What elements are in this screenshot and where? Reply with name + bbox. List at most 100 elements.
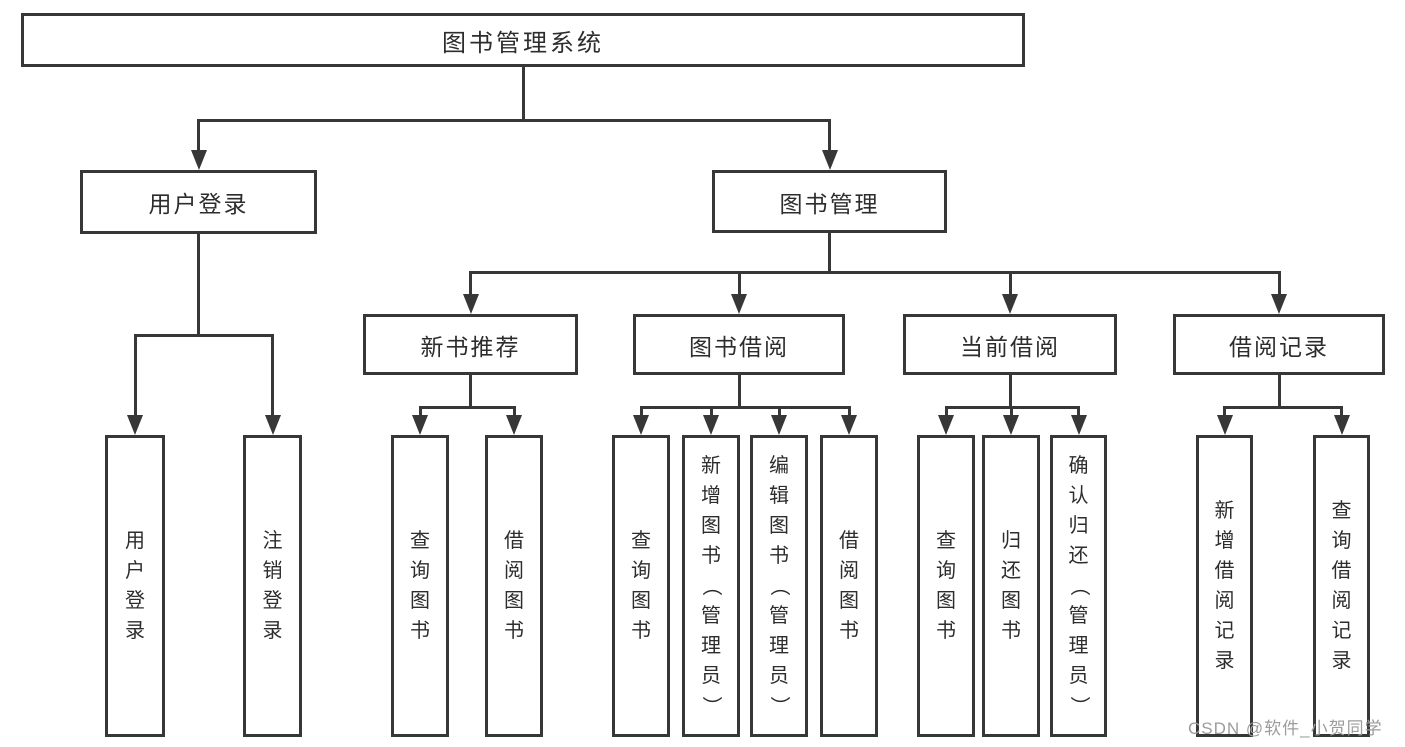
node-label-char: 用 [125, 530, 145, 552]
node-label-char: 询 [631, 560, 651, 582]
node-label-char: 归 [1068, 515, 1089, 537]
node-leaf-add-book: 新增图书（管理员） [682, 435, 740, 737]
connector-stem [737, 374, 741, 409]
node-leaf-edit-book: 编辑图书（管理员） [750, 435, 808, 737]
node-label-char: 阅 [839, 560, 859, 582]
node-borrow-records: 借阅记录 [1173, 314, 1385, 375]
connector-stem [1277, 374, 1281, 409]
connector-branch [469, 270, 1281, 274]
node-label-char: 查 [1331, 500, 1352, 522]
connector-stem [1008, 374, 1012, 409]
connector-branch [197, 118, 831, 122]
connector-drop [1223, 406, 1226, 417]
arrowhead-down-icon [821, 150, 838, 170]
connector-drop [944, 406, 948, 417]
node-label-char: 图 [769, 515, 789, 537]
node-label-char: ） [768, 696, 790, 716]
arrowhead-down-icon [1216, 415, 1233, 435]
arrowhead-down-icon [771, 415, 787, 435]
arrowhead-down-icon [190, 150, 207, 170]
node-root: 图书管理系统 [21, 13, 1025, 67]
node-leaf-query-record: 查询借阅记录 [1313, 435, 1370, 737]
node-label-char: 员 [701, 665, 721, 687]
node-label-char: 注 [262, 530, 283, 552]
node-label-char: 员 [1068, 665, 1089, 687]
node-label-char: 录 [1331, 650, 1352, 672]
node-leaf-return-book: 归还图书 [982, 435, 1040, 737]
node-leaf-user-login: 用户登录 [105, 435, 165, 737]
node-label: 新书推荐 [420, 333, 521, 360]
arrowhead-down-icon [731, 294, 747, 314]
connector-branch [133, 333, 274, 337]
node-label-char: 户 [125, 560, 145, 582]
node-label-char: 登 [262, 590, 283, 612]
node-leaf-logout: 注销登录 [243, 435, 302, 737]
arrowhead-down-icon [462, 294, 479, 314]
node-label-char: 录 [1214, 650, 1235, 672]
connector-stem [828, 232, 831, 274]
arrowhead-down-icon [703, 415, 719, 435]
node-label-char: 查 [631, 530, 651, 552]
node-label-char: 归 [1001, 530, 1021, 552]
watermark: CSDN @软件_小贺同学 [1188, 719, 1383, 738]
node-label-char: 增 [701, 485, 721, 507]
node-label-char: （ [768, 576, 790, 596]
node-label: 图书管理系统 [442, 29, 604, 57]
node-label-char: 管 [1068, 605, 1089, 627]
node-label-char: 还 [1068, 545, 1089, 567]
node-label: 当前借阅 [960, 333, 1060, 360]
connector-stem [469, 374, 472, 409]
connector-drop [1008, 271, 1012, 296]
node-label-char: 阅 [1331, 590, 1352, 612]
connector-stem [197, 233, 200, 337]
node-label-char: ） [700, 696, 722, 716]
node-label-char: 辑 [769, 485, 789, 507]
node-label-char: 录 [125, 620, 145, 642]
connector-drop [847, 406, 851, 417]
node-leaf-query-book-3: 查询图书 [917, 435, 975, 737]
node-label-char: 认 [1068, 485, 1089, 507]
node-new-book-rec: 新书推荐 [363, 314, 578, 375]
node-label-char: ） [1067, 696, 1090, 716]
node-label-char: 查 [936, 530, 956, 552]
node-book-borrow: 图书借阅 [633, 314, 845, 375]
node-label-char: 阅 [504, 560, 524, 582]
arrowhead-down-icon [1003, 415, 1019, 435]
node-label: 用户登录 [148, 191, 249, 217]
connector-drop [737, 271, 741, 296]
arrowhead-down-icon [1271, 294, 1287, 314]
node-leaf-borrow-book-1: 借阅图书 [485, 435, 543, 737]
node-label: 图书管理 [779, 190, 880, 217]
node-label-char: 阅 [1214, 590, 1235, 612]
node-label-char: 录 [262, 620, 283, 642]
connector-drop [271, 334, 274, 417]
arrowhead-down-icon [938, 415, 954, 435]
node-label-char: 图 [504, 590, 524, 612]
node-label-char: 还 [1001, 560, 1021, 582]
node-label-char: 书 [701, 545, 721, 567]
arrowhead-down-icon [127, 415, 143, 435]
node-book-mgmt: 图书管理 [712, 170, 947, 233]
node-label-char: 管 [769, 605, 789, 627]
node-label-char: 借 [1214, 560, 1235, 582]
node-label-char: 图 [1001, 590, 1021, 612]
connector-drop [418, 406, 422, 417]
node-label-char: （ [700, 576, 722, 596]
node-label-char: 书 [1001, 620, 1021, 642]
node-label-char: 编 [769, 455, 789, 477]
node-label-char: 新 [1214, 500, 1235, 522]
connector-drop [469, 271, 472, 296]
node-label-char: 书 [936, 620, 956, 642]
connector-drop [777, 406, 781, 417]
connector-branch [418, 405, 516, 409]
connector-drop [639, 406, 643, 417]
node-label: 图书借阅 [689, 333, 789, 360]
node-label-char: 书 [769, 545, 789, 567]
node-label-char: 询 [936, 560, 956, 582]
arrowhead-down-icon [633, 415, 649, 435]
node-label-char: 记 [1331, 620, 1352, 642]
node-label-char: （ [1067, 576, 1090, 596]
node-label-char: 书 [839, 620, 859, 642]
node-label-char: 管 [701, 605, 721, 627]
node-label-char: 书 [631, 620, 651, 642]
